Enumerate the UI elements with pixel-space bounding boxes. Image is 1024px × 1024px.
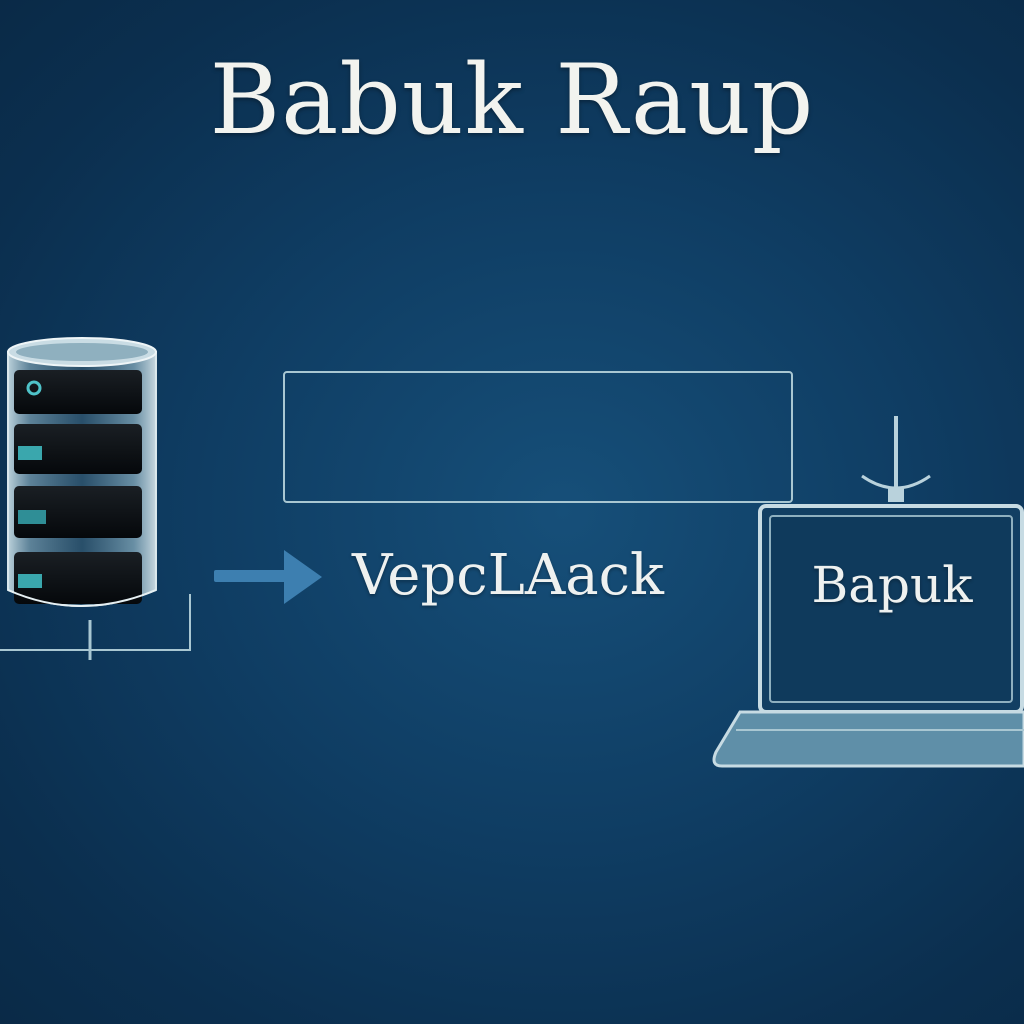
laptop-icon bbox=[712, 504, 1024, 768]
diagram-title: Babuk Raup bbox=[209, 44, 815, 156]
right-arrow-icon bbox=[214, 550, 322, 604]
database-server-icon bbox=[7, 337, 157, 607]
middle-label: VepcLAack bbox=[352, 543, 664, 608]
connector-line bbox=[0, 594, 191, 651]
download-arrow-icon bbox=[861, 416, 931, 502]
laptop-screen-label: Bapuk bbox=[811, 556, 973, 614]
empty-box bbox=[283, 371, 793, 503]
